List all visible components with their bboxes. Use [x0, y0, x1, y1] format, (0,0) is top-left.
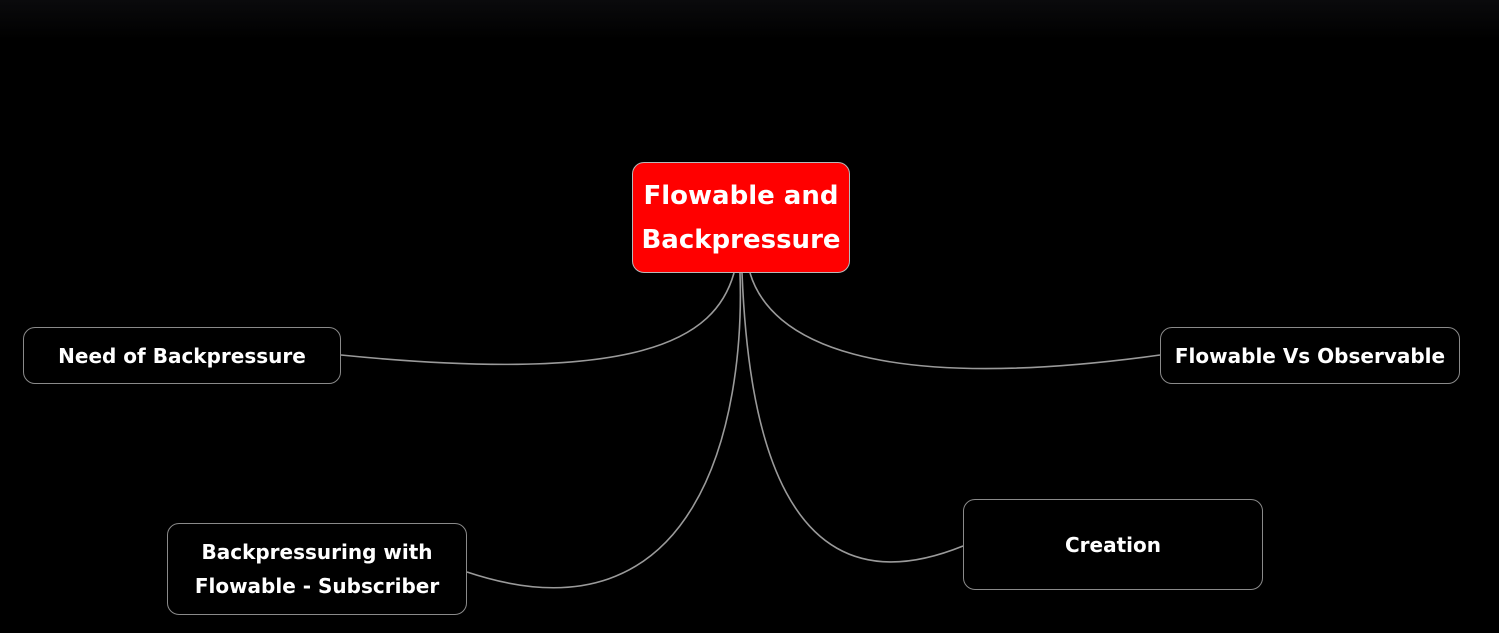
- branch-node-need-of-backpressure[interactable]: Need of Backpressure: [23, 327, 341, 384]
- root-node[interactable]: Flowable and Backpressure: [632, 162, 850, 273]
- branch-node-flowable-vs-observable[interactable]: Flowable Vs Observable: [1160, 327, 1460, 384]
- branch-node-label: Creation: [1065, 532, 1161, 557]
- branch-node-label: Need of Backpressure: [58, 343, 306, 368]
- connector-fvo: [749, 272, 1161, 370]
- connector-cre: [741, 272, 964, 563]
- connector-bwf: [466, 272, 742, 589]
- branch-node-creation[interactable]: Creation: [963, 499, 1263, 590]
- branch-node-label: Backpressuring with Flowable - Subscribe…: [194, 540, 440, 598]
- branch-node-label: Flowable Vs Observable: [1174, 343, 1446, 368]
- connector-need: [340, 272, 735, 366]
- branch-node-backpressuring-with-flowable[interactable]: Backpressuring with Flowable - Subscribe…: [167, 523, 467, 615]
- root-node-label: Flowable and Backpressure: [641, 180, 841, 255]
